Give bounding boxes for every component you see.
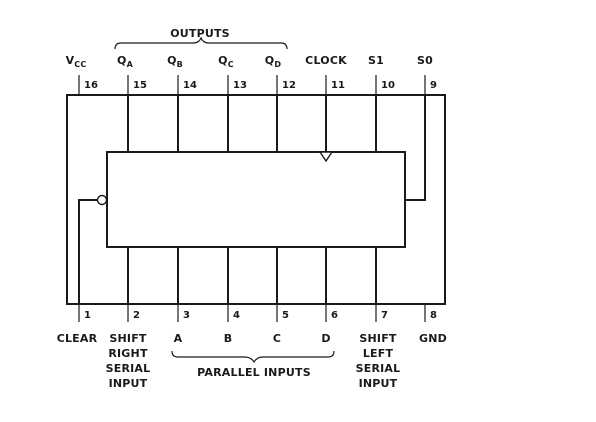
top-pin-number: 12 xyxy=(282,80,296,91)
bottom-pin-label: A xyxy=(174,332,183,345)
bottom-pin-number: 6 xyxy=(331,310,338,321)
top-pin-label: QC xyxy=(218,54,234,69)
top-pin-labels: VCC QA QB QC QD CLOCK S1 S0 xyxy=(66,54,433,69)
bottom-pin-number: 1 xyxy=(84,310,91,321)
parallel-inputs-brace xyxy=(171,350,335,364)
top-pin-label: CLOCK xyxy=(305,54,347,67)
bottom-pin-number: 5 xyxy=(282,310,289,321)
bottom-pin-label: SHIFT xyxy=(359,332,397,345)
bottom-pin-label: LEFT xyxy=(363,347,394,360)
top-pin-number: 14 xyxy=(183,80,197,91)
bottom-pin-wires xyxy=(127,246,377,305)
bottom-pin-label: GND xyxy=(419,332,447,345)
top-pin-label: QD xyxy=(265,54,282,69)
bottom-pin-label: INPUT xyxy=(109,377,148,390)
top-pin-number: 9 xyxy=(430,80,437,91)
top-pin-number: 11 xyxy=(331,80,345,91)
bottom-pin-label: SHIFT xyxy=(109,332,147,345)
bottom-pin-label: C xyxy=(273,332,281,345)
bottom-pin-label: SERIAL xyxy=(356,362,401,375)
bottom-pin-label: D xyxy=(321,332,330,345)
function-block xyxy=(106,151,406,248)
bottom-pin-ticks xyxy=(78,304,426,322)
clear-wire xyxy=(78,199,98,305)
top-pin-label: S1 xyxy=(368,54,384,67)
top-pin-number: 10 xyxy=(381,80,395,91)
bottom-pin-label: INPUT xyxy=(359,377,398,390)
clock-edge-icon xyxy=(318,151,334,163)
bottom-pin-number: 3 xyxy=(183,310,190,321)
top-pin-ticks xyxy=(78,75,426,95)
bottom-pin-label: SERIAL xyxy=(106,362,151,375)
bottom-pin-numbers: 1 2 3 4 5 6 7 8 xyxy=(84,310,437,321)
top-pin-wires xyxy=(127,94,426,201)
bottom-pin-label: CLEAR xyxy=(57,332,98,345)
bottom-pin-labels: CLEAR SHIFT RIGHT SERIAL INPUT A B C D SHIFT LEFT S… xyxy=(57,332,447,390)
outputs-label: OUTPUTS xyxy=(170,27,230,40)
package-outline xyxy=(66,94,446,305)
parallel-inputs-label: PARALLEL INPUTS xyxy=(197,366,311,379)
top-pin-label: QB xyxy=(167,54,183,69)
top-pin-number: 13 xyxy=(233,80,247,91)
top-pin-number: 16 xyxy=(84,80,98,91)
top-pin-label: S0 xyxy=(417,54,433,67)
outputs-brace xyxy=(114,36,288,50)
bottom-pin-number: 2 xyxy=(133,310,140,321)
top-pin-label: QA xyxy=(117,54,134,69)
bottom-pin-number: 8 xyxy=(430,310,437,321)
bottom-pin-label: RIGHT xyxy=(108,347,148,360)
top-pin-number: 15 xyxy=(133,80,147,91)
bottom-pin-label: B xyxy=(224,332,233,345)
bottom-pin-number: 7 xyxy=(381,310,388,321)
top-pin-numbers: 16 15 14 13 12 11 10 9 xyxy=(84,80,437,91)
bottom-pin-number: 4 xyxy=(233,310,240,321)
inversion-bubble-icon xyxy=(96,194,108,206)
top-pin-label: VCC xyxy=(66,54,87,69)
